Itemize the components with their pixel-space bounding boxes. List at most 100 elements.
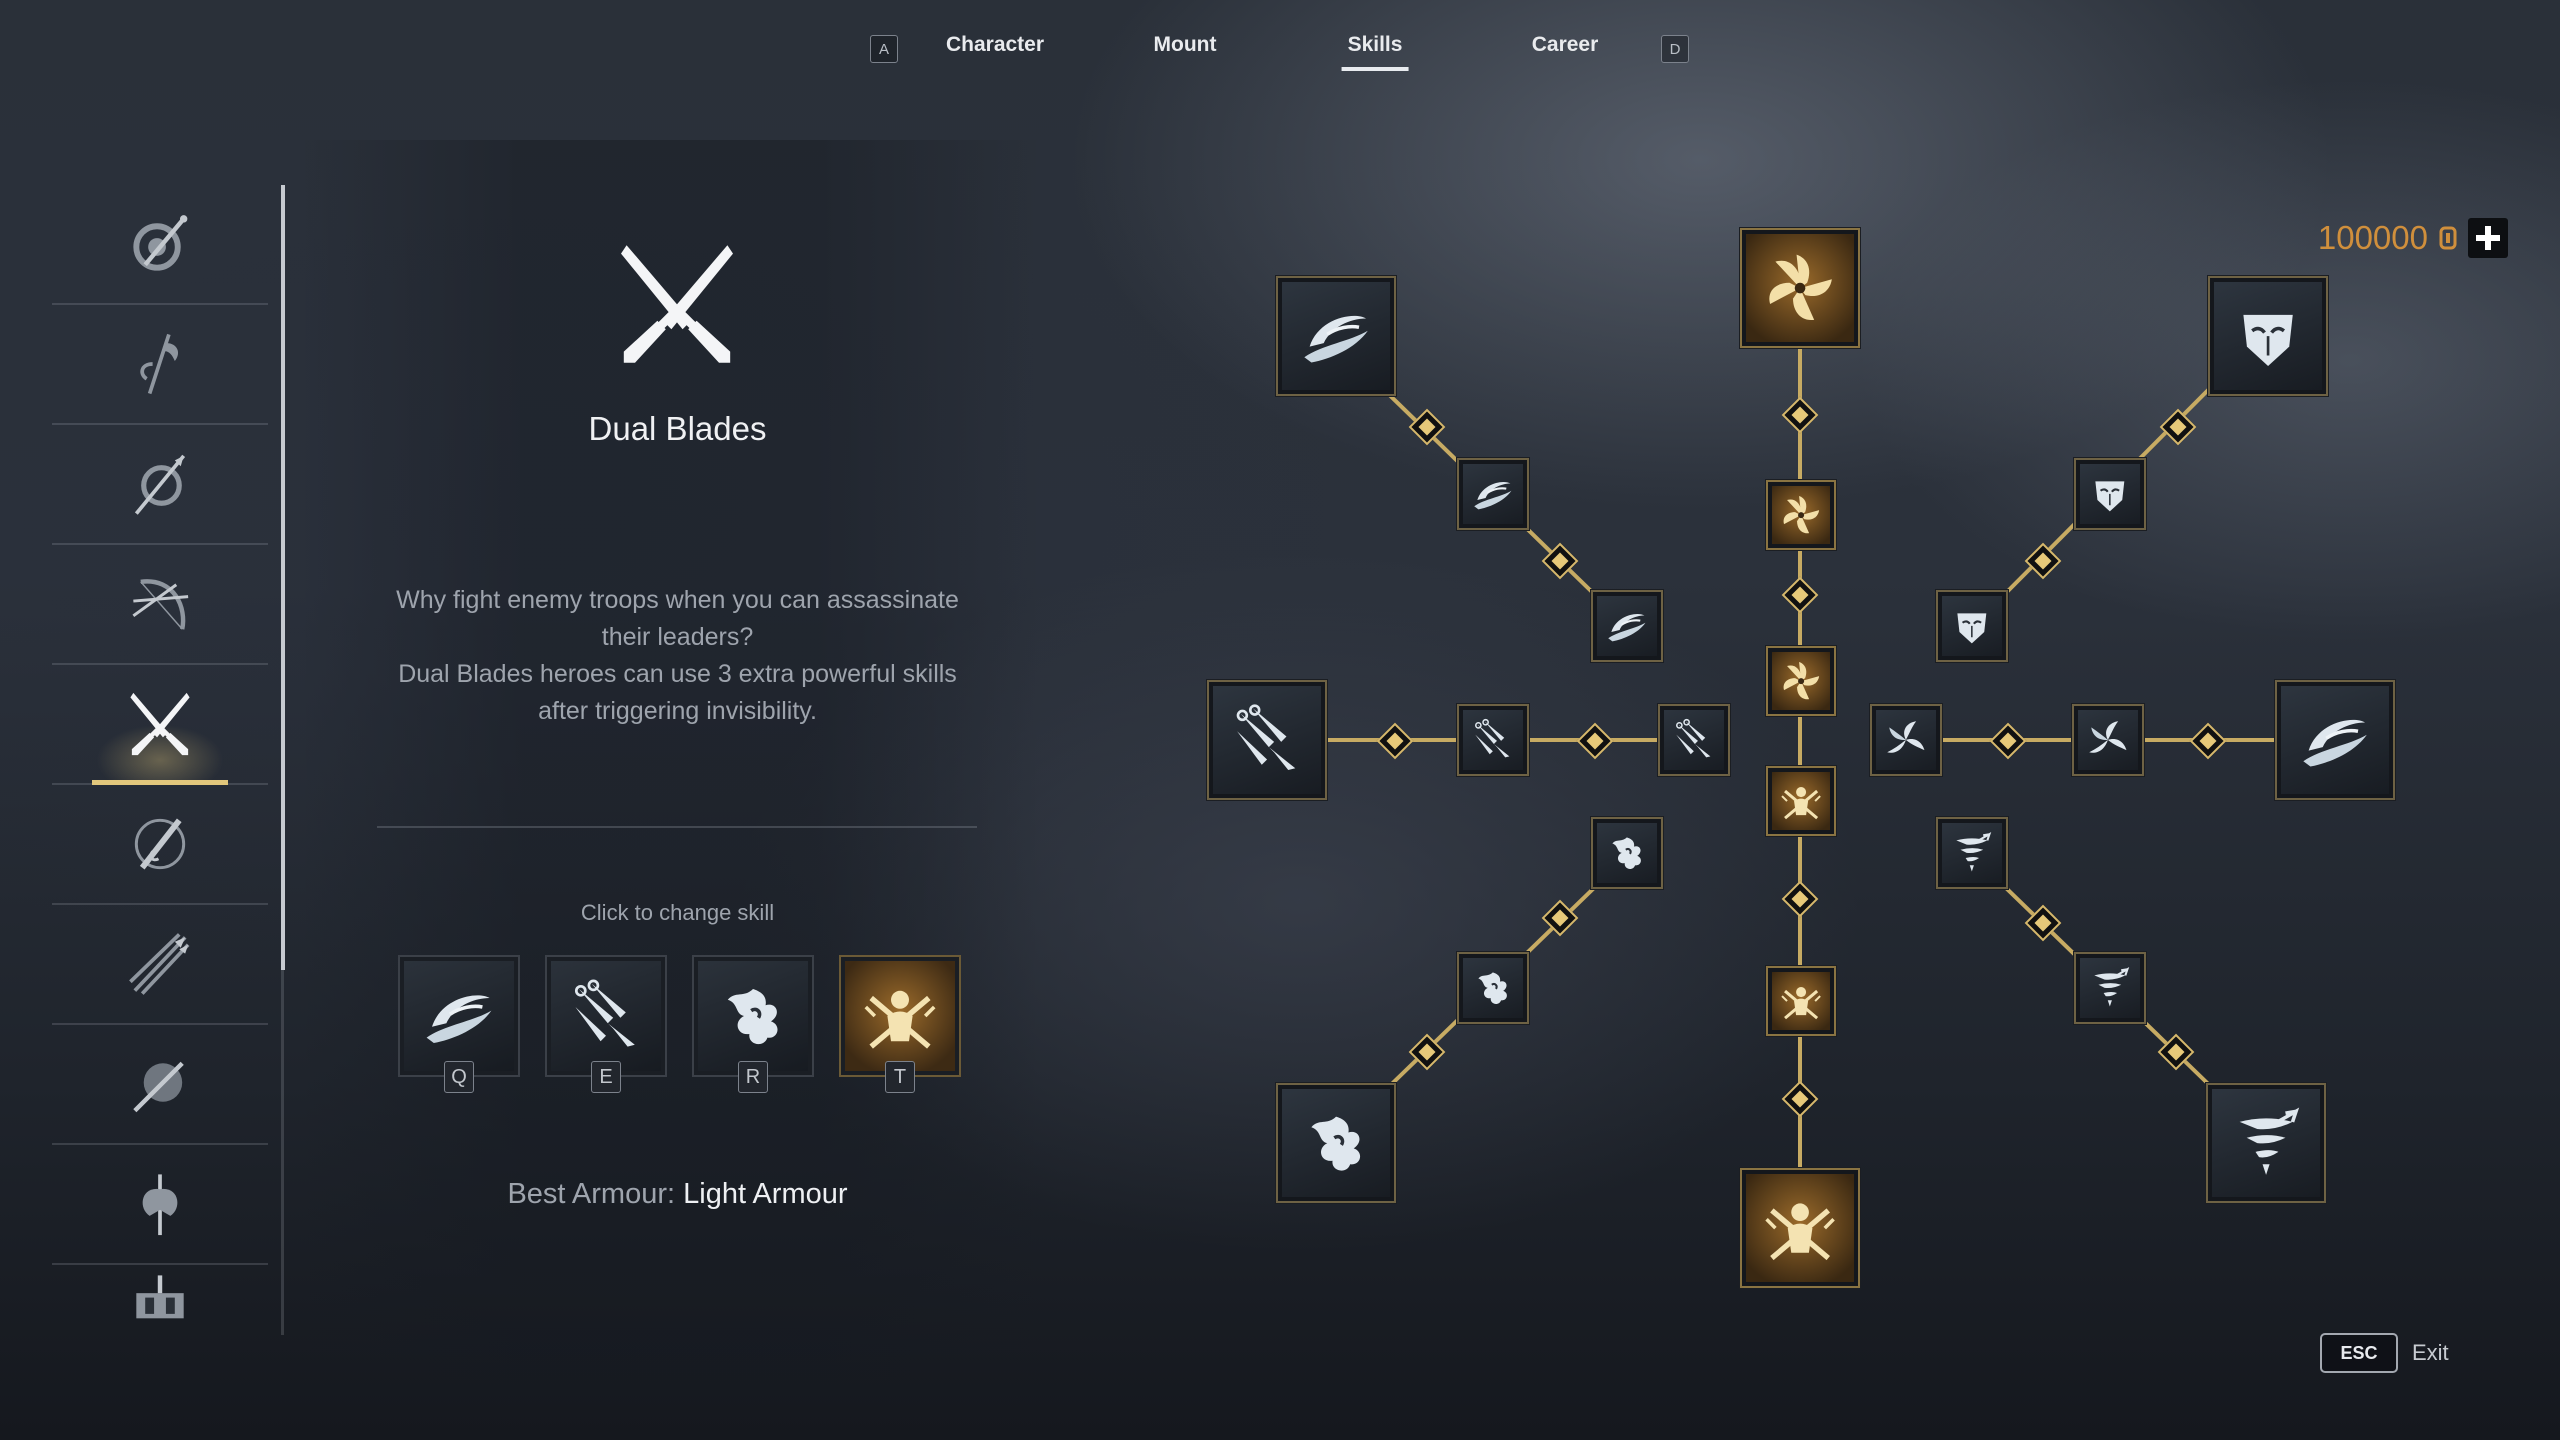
kunai-burst-icon [1223, 696, 1311, 784]
tree-connector-gem[interactable] [1408, 1033, 1446, 1071]
mask-icon [2084, 468, 2136, 520]
golden-shuriken-small-icon [1776, 490, 1826, 540]
next-tab-key-hint[interactable]: D [1661, 35, 1689, 63]
sidebar-item-spear-shield[interactable] [52, 425, 268, 545]
golden-assassin-icon [1776, 776, 1826, 826]
skill-slot-key: Q [444, 1061, 474, 1093]
skill-slot-q[interactable]: Q [398, 955, 520, 1093]
hammer-class-icon [136, 1275, 184, 1319]
swirl-icon [1467, 468, 1519, 520]
tree-connector-gem[interactable] [2024, 904, 2062, 942]
tree-node-se-ultimate[interactable] [2206, 1083, 2326, 1203]
tree-node-sw-2[interactable] [1457, 952, 1529, 1024]
golden-assassin-icon [1756, 1184, 1844, 1272]
tab-mount[interactable]: Mount [1153, 33, 1217, 56]
tree-node-w-2[interactable] [1457, 704, 1529, 776]
masked-face-icon [2224, 292, 2312, 380]
skill-slot-r[interactable]: R [692, 955, 814, 1093]
golden-shuriken-small-icon [1776, 656, 1826, 706]
add-points-button[interactable] [2468, 218, 2508, 258]
sidebar-item-sword-shield[interactable] [52, 1025, 268, 1145]
tree-node-n-2[interactable] [1766, 480, 1836, 550]
tree-node-e-ultimate[interactable] [2275, 680, 2395, 800]
tree-connector-gem[interactable] [1541, 542, 1579, 580]
golden-assassin-icon [855, 971, 945, 1061]
skill-slot-key: T [885, 1061, 915, 1093]
tree-node-sw-1[interactable] [1591, 817, 1663, 889]
tree-node-w-ultimate[interactable] [1207, 680, 1327, 800]
blade-spin-icon [2082, 714, 2134, 766]
war-axe-class-icon [142, 1174, 178, 1236]
tree-connector-gem[interactable] [1781, 1080, 1819, 1118]
tree-connector-gem[interactable] [2189, 722, 2227, 760]
sidebar-scroll-thumb[interactable] [281, 185, 285, 970]
smoke-icon [1601, 827, 1653, 879]
tree-connector-gem[interactable] [2157, 1033, 2195, 1071]
sidebar-item-glaive[interactable] [52, 305, 268, 425]
bow-class-icon [132, 579, 189, 630]
tree-node-e-1[interactable] [1870, 704, 1942, 776]
golden-assassin-icon [1776, 976, 1826, 1026]
smoke-bird-icon [708, 971, 798, 1061]
esc-key-hint[interactable]: ESC [2320, 1333, 2398, 1373]
dual-blades-emblem-icon [607, 224, 747, 384]
coin-icon [2439, 226, 2457, 250]
tab-character[interactable]: Character [945, 33, 1045, 56]
skill-slot-e[interactable]: E [545, 955, 667, 1093]
tree-node-n-1[interactable] [1766, 646, 1836, 716]
tree-node-w-1[interactable] [1658, 704, 1730, 776]
tree-node-ne-ultimate[interactable] [2208, 276, 2328, 396]
tree-node-se-1[interactable] [1936, 817, 2008, 889]
tree-node-sw-ultimate[interactable] [1276, 1083, 1396, 1203]
tree-connector-gem[interactable] [2159, 408, 2197, 446]
tree-connector-gem[interactable] [1989, 722, 2027, 760]
tree-connector-gem[interactable] [1376, 722, 1414, 760]
tree-connector-gem[interactable] [1781, 576, 1819, 614]
crescent-slash-icon [2291, 696, 2379, 784]
smoke-bird-icon [1292, 1099, 1380, 1187]
tab-skills[interactable]: Skills [1341, 33, 1409, 71]
sidebar-item-musket[interactable] [52, 785, 268, 905]
tree-node-s-ultimate[interactable] [1740, 1168, 1860, 1288]
blade-spin-icon [1880, 714, 1932, 766]
class-info-panel: Dual Blades Why fight enemy troops when … [370, 200, 985, 1350]
sidebar-item-hammer[interactable] [52, 1265, 268, 1345]
prev-tab-key-hint[interactable]: A [870, 35, 898, 63]
tree-node-s-2[interactable] [1766, 966, 1836, 1036]
exit-control[interactable]: ESC Exit [2320, 1333, 2449, 1373]
best-armour: Best Armour: Light Armour [370, 1178, 985, 1211]
sidebar-item-polearm[interactable] [52, 905, 268, 1025]
tree-node-se-2[interactable] [2074, 952, 2146, 1024]
tree-node-s-1[interactable] [1766, 766, 1836, 836]
smoke-icon [1467, 962, 1519, 1014]
polearm-class-icon [129, 933, 190, 995]
tree-connector-gem[interactable] [1781, 396, 1819, 434]
tree-node-ne-1[interactable] [1936, 590, 2008, 662]
shield-sword-class-icon [133, 215, 188, 271]
tree-connector-gem[interactable] [1781, 880, 1819, 918]
tree-node-e-2[interactable] [2072, 704, 2144, 776]
skill-slot-t[interactable]: T [839, 955, 961, 1093]
tree-node-n-ultimate[interactable] [1740, 228, 1860, 348]
tab-career[interactable]: Career [1531, 33, 1599, 56]
sidebar-item-dual-blades[interactable] [52, 665, 268, 785]
tree-connector-gem[interactable] [1541, 899, 1579, 937]
tree-connector-gem[interactable] [2024, 542, 2062, 580]
tornado-arrow-icon [2222, 1099, 2310, 1187]
tornado-icon [2084, 962, 2136, 1014]
kunai-burst-icon [561, 971, 651, 1061]
sidebar-item-war-axe[interactable] [52, 1145, 268, 1265]
tree-node-nw-1[interactable] [1591, 590, 1663, 662]
tree-node-ne-2[interactable] [2074, 458, 2146, 530]
tree-connector-gem[interactable] [1408, 408, 1446, 446]
tree-node-nw-2[interactable] [1457, 458, 1529, 530]
kunai-icon [1467, 714, 1519, 766]
info-panel-backdrop [300, 140, 1040, 1390]
tree-connector-gem[interactable] [1576, 722, 1614, 760]
skill-slot-key: E [591, 1061, 621, 1093]
sidebar-item-bow[interactable] [52, 545, 268, 665]
skill-points: 100000 [2318, 218, 2508, 258]
sidebar-item-shield-sword[interactable] [52, 185, 268, 305]
tree-node-nw-ultimate[interactable] [1276, 276, 1396, 396]
